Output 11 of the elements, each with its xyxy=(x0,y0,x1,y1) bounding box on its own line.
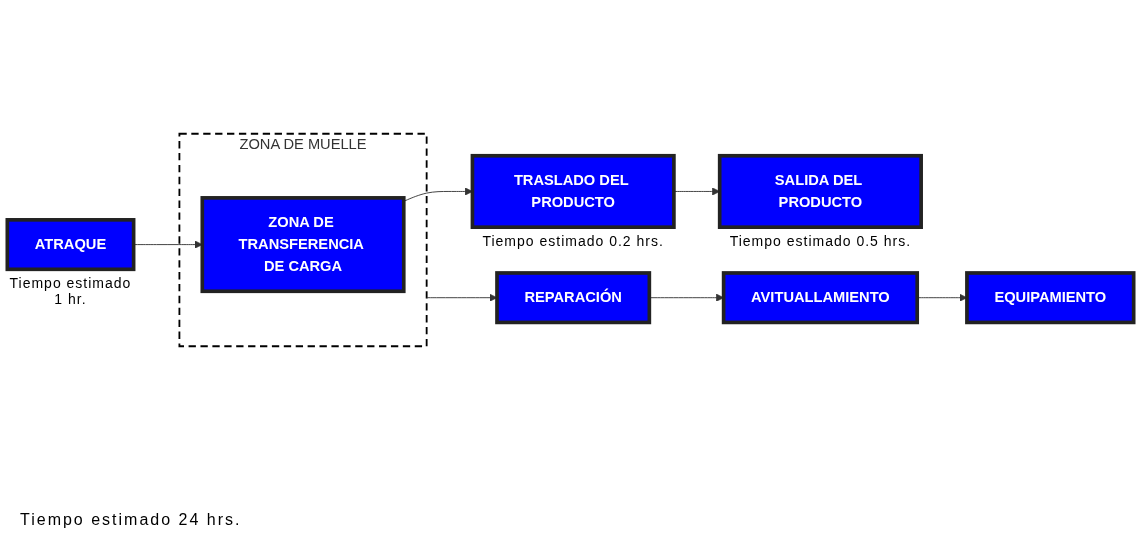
node-box: SALIDA DEL PRODUCTO xyxy=(717,153,923,229)
time-note: Tiempo estimado 24 hrs. xyxy=(20,511,242,529)
time-note: Tiempo estimado 1 hr. xyxy=(8,275,133,308)
time-note: Tiempo estimado 0.5 hrs. xyxy=(728,233,913,250)
node-box: ZONA DE TRANSFERENCIA DE CARGA xyxy=(200,196,406,294)
node-box: AVITUALLAMIENTO xyxy=(721,271,920,325)
node-box: REPARACIÓN xyxy=(495,271,652,325)
node-box: TRASLADO DEL PRODUCTO xyxy=(470,153,676,229)
node-box: EQUIPAMIENTO xyxy=(965,271,1136,325)
time-note: Tiempo estimado 0.2 hrs. xyxy=(481,233,665,250)
node-box: ATRAQUE xyxy=(5,218,136,272)
